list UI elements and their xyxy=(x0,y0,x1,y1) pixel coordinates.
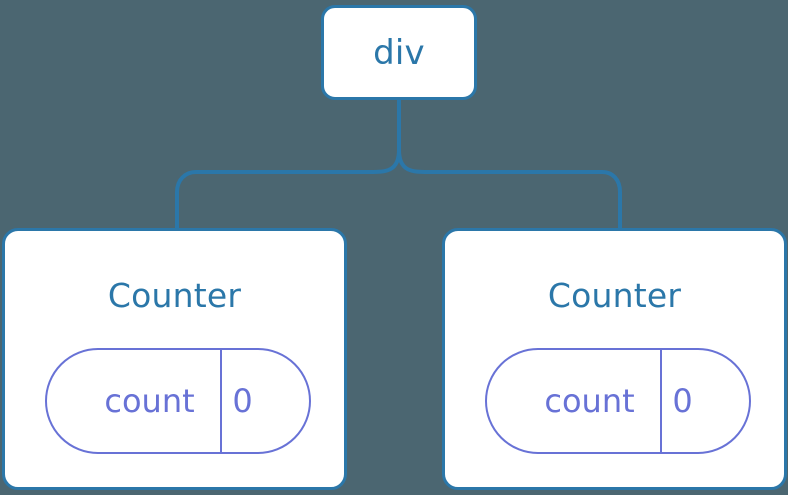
state-value-left: 0 xyxy=(232,382,253,420)
node-counter-left-label: Counter xyxy=(107,276,242,315)
state-value-right: 0 xyxy=(672,382,693,420)
state-key-left: count xyxy=(104,382,195,420)
connector-left-branch xyxy=(175,149,401,230)
node-div-label: div xyxy=(373,32,425,73)
state-pill-outline xyxy=(45,348,311,454)
node-counter-right[interactable]: Counter count 0 xyxy=(442,228,787,490)
state-pill-divider xyxy=(660,348,662,454)
node-counter-left[interactable]: Counter count 0 xyxy=(2,228,347,490)
connector-right-branch xyxy=(397,149,622,230)
node-div[interactable]: div xyxy=(321,5,477,100)
state-pill-outline xyxy=(485,348,751,454)
state-pill-right[interactable]: count 0 xyxy=(485,348,751,454)
state-pill-divider xyxy=(220,348,222,454)
state-pill-left[interactable]: count 0 xyxy=(45,348,311,454)
node-counter-right-label: Counter xyxy=(547,276,682,315)
state-key-right: count xyxy=(544,382,635,420)
